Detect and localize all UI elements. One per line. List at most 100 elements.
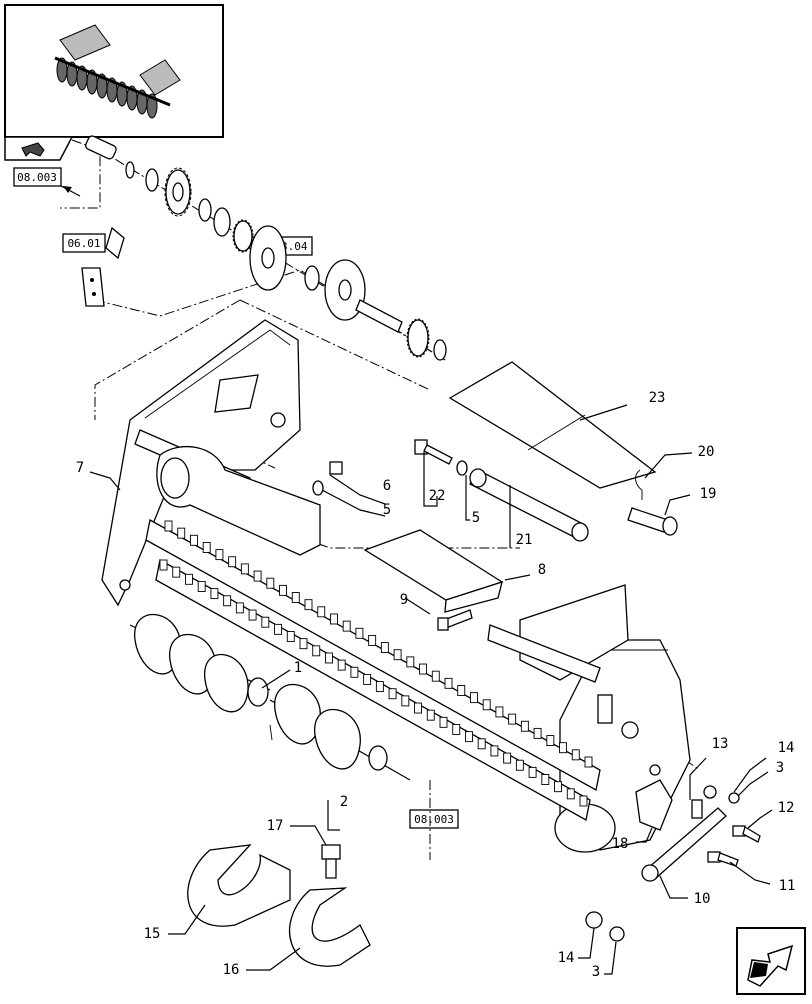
bracket-13-18 — [635, 779, 703, 831]
stripper-tooth — [406, 656, 415, 668]
stripper-tooth — [393, 649, 402, 661]
stripper-tooth — [368, 634, 377, 646]
stripper-tooth — [350, 666, 359, 678]
stripper-tooth — [253, 570, 262, 582]
stripper-tooth — [197, 581, 206, 592]
navigation-icon[interactable] — [4, 136, 74, 161]
stripper-tooth — [312, 645, 321, 657]
stripper-tooth — [325, 652, 333, 664]
stripper-tooth — [426, 709, 435, 721]
stripper-tooth — [235, 602, 244, 614]
bolt-22 — [414, 439, 453, 465]
stripper-tooth — [477, 738, 486, 750]
stripper-tooth — [248, 609, 257, 621]
callout-3b: 3 — [592, 964, 600, 980]
stripper-tooth — [337, 659, 346, 671]
stripper-tooth — [533, 727, 542, 739]
stripper-tooth — [541, 774, 550, 785]
shaft-21 — [469, 468, 589, 542]
stripper-tooth — [431, 670, 440, 682]
stripper-tooth — [503, 752, 512, 764]
callouts: 7 1 2 6 5 8 9 22 5 21 23 20 19 13 14 3 1… — [76, 390, 796, 980]
stripper-tooth — [330, 613, 338, 625]
stripper-tooth — [470, 692, 478, 704]
stripper-tooth — [228, 556, 237, 568]
stripper-tooth — [508, 713, 517, 725]
stripper-tooth — [299, 638, 308, 650]
stripper-tooth — [215, 549, 224, 561]
strap-16 — [288, 887, 371, 967]
bolt-9 — [437, 609, 473, 631]
plate-8 — [363, 529, 504, 613]
stripper-tooth — [419, 663, 427, 675]
callout-15: 15 — [144, 926, 161, 942]
callout-1: 1 — [294, 660, 302, 676]
stripper-tooth — [465, 731, 473, 743]
stripper-bar — [145, 518, 601, 822]
stripper-tooth — [388, 688, 397, 700]
callout-13: 13 — [712, 736, 729, 752]
stripper-tooth — [355, 627, 364, 639]
next-page-arrow-icon[interactable] — [736, 927, 806, 995]
callout-2: 2 — [340, 794, 348, 810]
stripper-tooth — [579, 795, 588, 807]
svg-text:08.003: 08.003 — [414, 813, 454, 826]
reference-08-003-top[interactable]: 08.003 — [13, 167, 81, 197]
callout-21: 21 — [516, 532, 533, 548]
stripper-tooth — [223, 595, 232, 607]
stripper-tooth — [266, 577, 275, 589]
reference-08-003-bottom[interactable]: 08.003 — [409, 809, 459, 829]
stripper-tooth — [342, 620, 351, 632]
svg-text:06.01: 06.01 — [67, 237, 100, 250]
callout-6: 6 — [383, 478, 391, 494]
stripper-tooth — [528, 766, 537, 778]
stripper-tooth — [279, 584, 287, 596]
stripper-tooth — [439, 716, 448, 728]
callout-12: 12 — [778, 800, 795, 816]
auger-2 — [269, 683, 411, 781]
callout-7: 7 — [76, 460, 84, 476]
stripper-tooth — [554, 781, 562, 793]
leader-lines — [89, 404, 773, 975]
stripper-tooth — [177, 527, 186, 539]
bolt-17 — [321, 844, 341, 879]
callout-5a: 5 — [472, 510, 480, 526]
stripper-tooth — [164, 520, 173, 532]
callout-11: 11 — [779, 878, 796, 894]
callout-5b: 5 — [383, 502, 391, 518]
stripper-tooth — [482, 699, 491, 711]
stripper-tooth — [202, 542, 211, 553]
stripper-tooth — [566, 788, 575, 800]
callout-14b: 14 — [558, 950, 575, 966]
callout-10: 10 — [694, 891, 711, 907]
stripper-tooth — [380, 642, 389, 654]
bar-10 — [641, 807, 727, 882]
stripper-tooth — [375, 681, 384, 693]
stripper-tooth — [172, 566, 181, 578]
callout-19: 19 — [700, 486, 717, 502]
washer-5b — [312, 480, 324, 496]
callout-8: 8 — [538, 562, 546, 578]
stripper-tooth — [240, 563, 249, 575]
stripper-tooth — [286, 631, 295, 642]
stripper-tooth — [185, 573, 193, 585]
stripper-tooth — [584, 756, 593, 768]
svg-text:08.003: 08.003 — [17, 171, 57, 184]
stripper-tooth — [317, 606, 326, 618]
stripper-tooth — [571, 749, 580, 761]
stripper-tooth — [210, 588, 219, 600]
callout-23: 23 — [649, 390, 666, 406]
overview-thumbnail[interactable] — [4, 4, 224, 138]
callout-22: 22 — [429, 488, 446, 504]
reference-06-01[interactable]: 06.01 — [62, 233, 106, 253]
stripper-tooth — [190, 534, 198, 546]
drive-shaft-assembly — [81, 135, 447, 361]
cotter-pin-20 — [635, 469, 643, 500]
stripper-tooth — [452, 724, 461, 735]
callout-9: 9 — [400, 592, 408, 608]
stripper-tooth — [363, 673, 372, 685]
stripper-tooth — [444, 677, 453, 689]
nuts-14-3 — [585, 785, 740, 942]
